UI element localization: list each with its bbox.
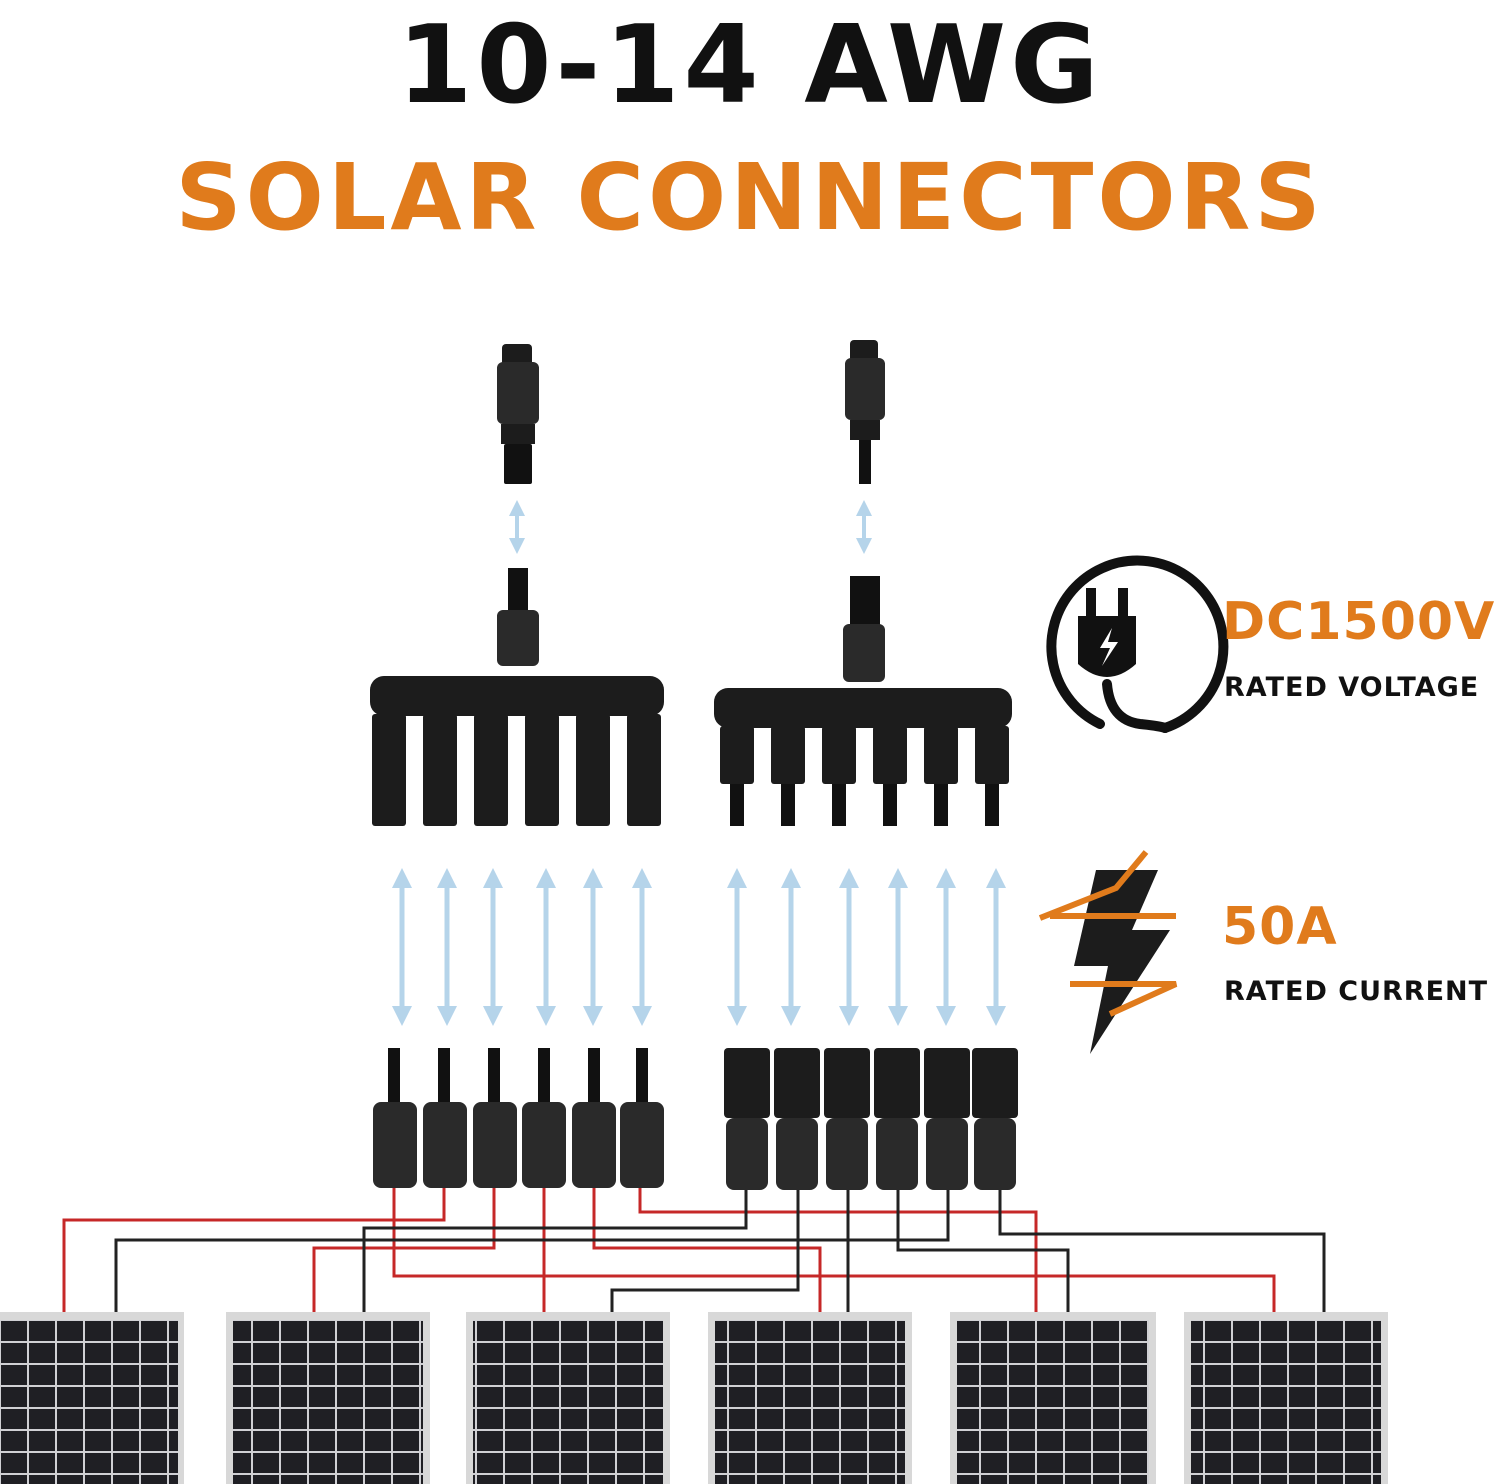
solar-panels — [0, 1312, 1388, 1484]
plug-icon — [1046, 555, 1229, 733]
bottom-connectors-left — [373, 1048, 664, 1188]
current-label: RATED CURRENT — [1224, 976, 1489, 1007]
bottom-connectors-right — [724, 1048, 1018, 1190]
voltage-label: RATED VOLTAGE — [1224, 672, 1480, 703]
arrows-right-group — [727, 868, 1006, 1026]
arrows-left-group — [392, 868, 652, 1026]
branch-connector-right — [714, 576, 1012, 826]
lightning-icon — [1038, 850, 1178, 1054]
black-wires — [114, 1190, 1326, 1312]
single-connector-right — [845, 340, 885, 484]
single-connector-left — [497, 344, 539, 484]
current-value: 50A — [1222, 897, 1338, 957]
title-line-2: SOLAR CONNECTORS — [175, 144, 1325, 251]
title-line-1: 10-14 AWG — [397, 3, 1103, 128]
voltage-value: DC1500V — [1222, 592, 1496, 652]
branch-connector-left — [370, 568, 664, 826]
red-wires — [62, 1188, 1276, 1312]
